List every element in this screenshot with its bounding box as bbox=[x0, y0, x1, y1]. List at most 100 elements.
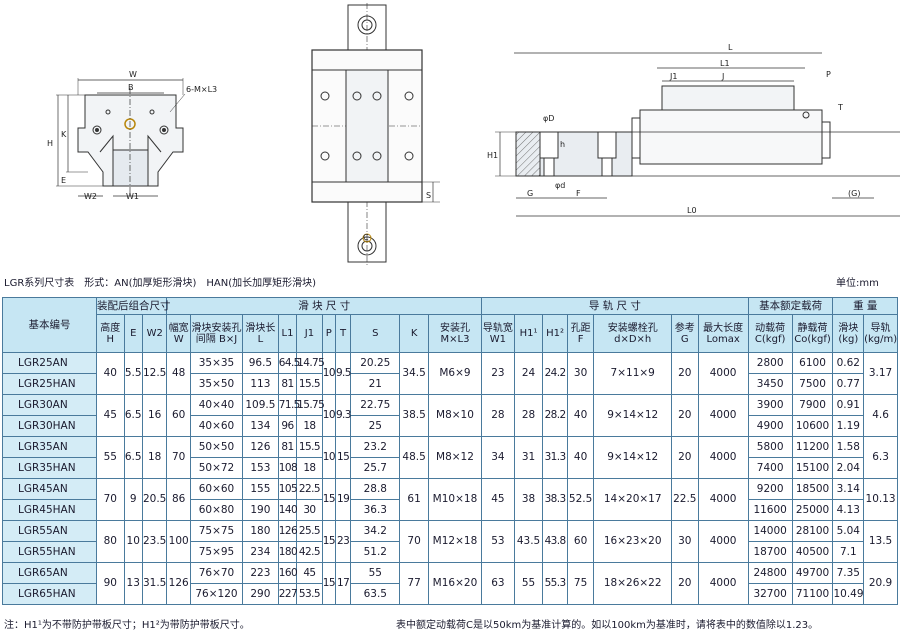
cell-model: LGR65AN bbox=[2, 562, 97, 584]
dim-e: E bbox=[61, 176, 66, 185]
cell-wb: 5.04 bbox=[832, 520, 865, 542]
cell-ml3: M12×18 bbox=[427, 520, 483, 563]
cell-f: 40 bbox=[566, 394, 595, 437]
cell-p: 10 bbox=[321, 394, 336, 437]
cell-model: LGR30AN bbox=[2, 394, 97, 416]
cell-lmax: 4000 bbox=[697, 520, 749, 563]
cell-e: 9 bbox=[123, 478, 143, 521]
dim-h: H bbox=[47, 139, 53, 148]
footnote-load: 表中额定动载荷C是以50km为基准计算的。如以100km为基准时，请将表中的数值… bbox=[396, 620, 819, 631]
dim-g-ref: (G) bbox=[848, 189, 860, 198]
cell-c: 4900 bbox=[747, 415, 793, 437]
cell-w: 126 bbox=[166, 562, 191, 605]
cell-w2: 16 bbox=[141, 394, 168, 437]
cell-e: 13 bbox=[123, 562, 143, 605]
cell-w2: 20.5 bbox=[141, 478, 168, 521]
cell-l1: 81 bbox=[277, 436, 298, 458]
header-block: 滑 块 尺 寸 bbox=[166, 297, 483, 315]
cell-g: 20 bbox=[671, 394, 699, 437]
cell-j1: 22.5 bbox=[296, 478, 323, 500]
col-h1-2: H1² bbox=[542, 314, 568, 353]
col-mxl3: 安装孔 M×L3 bbox=[427, 314, 483, 353]
cell-w: 70 bbox=[166, 436, 191, 479]
cell-f: 60 bbox=[566, 520, 595, 563]
cell-k: 61 bbox=[399, 478, 429, 521]
cell-c: 24800 bbox=[747, 562, 793, 584]
cell-f: 52.5 bbox=[566, 478, 595, 521]
cell-model: LGR35HAN bbox=[2, 457, 97, 479]
col-h: 高度 H bbox=[95, 314, 125, 353]
cell-h: 55 bbox=[95, 436, 125, 479]
cell-wb: 10.49 bbox=[832, 583, 865, 605]
cell-wb: 0.77 bbox=[832, 373, 865, 395]
cell-h1a: 31 bbox=[513, 436, 544, 479]
cell-w: 86 bbox=[166, 478, 191, 521]
cell-l: 109.5 bbox=[242, 394, 279, 416]
dim-h-small: h bbox=[560, 140, 565, 149]
col-g: 参考 G bbox=[671, 314, 699, 353]
cell-bj: 40×40 bbox=[189, 394, 244, 416]
cell-j1: 42.5 bbox=[296, 541, 323, 563]
cell-h1b: 43.8 bbox=[542, 520, 568, 563]
cell-t: 19 bbox=[334, 478, 352, 521]
cell-model: LGR25AN bbox=[2, 352, 97, 374]
cell-wr: 13.5 bbox=[863, 520, 898, 563]
cell-l1: 71.5 bbox=[277, 394, 300, 416]
cell-wr: 10.13 bbox=[863, 478, 898, 521]
cell-t: 15 bbox=[334, 436, 352, 479]
cell-s: 51.2 bbox=[350, 541, 401, 563]
cell-g: 30 bbox=[671, 520, 699, 563]
cell-h: 90 bbox=[95, 562, 125, 605]
cell-w2: 31.5 bbox=[141, 562, 168, 605]
cell-wr: 6.3 bbox=[863, 436, 898, 479]
col-l1: L1 bbox=[277, 314, 298, 353]
cell-w2: 18 bbox=[141, 436, 168, 479]
col-p: P bbox=[321, 314, 336, 353]
cell-g: 22.5 bbox=[671, 478, 699, 521]
cell-l: 126 bbox=[242, 436, 279, 458]
cell-l: 180 bbox=[242, 520, 279, 542]
front-view-drawing: W B 6-M×L3 H K E W2 W1 bbox=[47, 70, 217, 201]
cell-p: 10 bbox=[321, 352, 336, 395]
dim-t: T bbox=[837, 103, 843, 112]
cell-co: 10600 bbox=[791, 415, 834, 437]
dim-l1: L1 bbox=[720, 59, 730, 68]
cell-s: 22.75 bbox=[350, 394, 401, 416]
cell-s: 20.25 bbox=[350, 352, 401, 374]
cell-l: 113 bbox=[242, 373, 279, 395]
col-h1-1: H1¹ bbox=[513, 314, 544, 353]
dim-thread: 6-M×L3 bbox=[186, 85, 217, 94]
cell-c: 11600 bbox=[747, 499, 793, 521]
cell-g: 20 bbox=[671, 352, 699, 395]
cell-e: 6.5 bbox=[123, 436, 143, 479]
cell-c: 9200 bbox=[747, 478, 793, 500]
cell-h1b: 38.3 bbox=[542, 478, 568, 521]
dim-h1: H1 bbox=[487, 151, 498, 160]
cell-co: 28100 bbox=[791, 520, 834, 542]
cell-w: 48 bbox=[166, 352, 191, 395]
cell-j1: 25.5 bbox=[296, 520, 323, 542]
cell-l: 223 bbox=[242, 562, 279, 584]
cell-f: 40 bbox=[566, 436, 595, 479]
dim-phi-d-small: φd bbox=[555, 181, 565, 190]
cell-wr: 3.17 bbox=[863, 352, 898, 395]
cell-model: LGR30HAN bbox=[2, 415, 97, 437]
cell-co: 6100 bbox=[791, 352, 834, 374]
cell-co: 25000 bbox=[791, 499, 834, 521]
cell-bj: 60×80 bbox=[189, 499, 244, 521]
cell-l: 96.5 bbox=[242, 352, 279, 374]
cell-t: 9.3 bbox=[334, 394, 351, 437]
side-view-drawing: L L1 J1 J P T φD h φd H1 G F L0 bbox=[487, 43, 900, 217]
header-assembly: 装配后组合尺寸 bbox=[95, 297, 170, 315]
col-lmax: 最大长度 Lomax bbox=[697, 314, 749, 353]
dim-l0: L0 bbox=[687, 206, 697, 215]
cell-t: 23 bbox=[334, 520, 352, 563]
cell-l1: 105 bbox=[277, 478, 298, 500]
cell-co: 7900 bbox=[791, 394, 834, 416]
cell-j1: 15.5 bbox=[296, 373, 323, 395]
